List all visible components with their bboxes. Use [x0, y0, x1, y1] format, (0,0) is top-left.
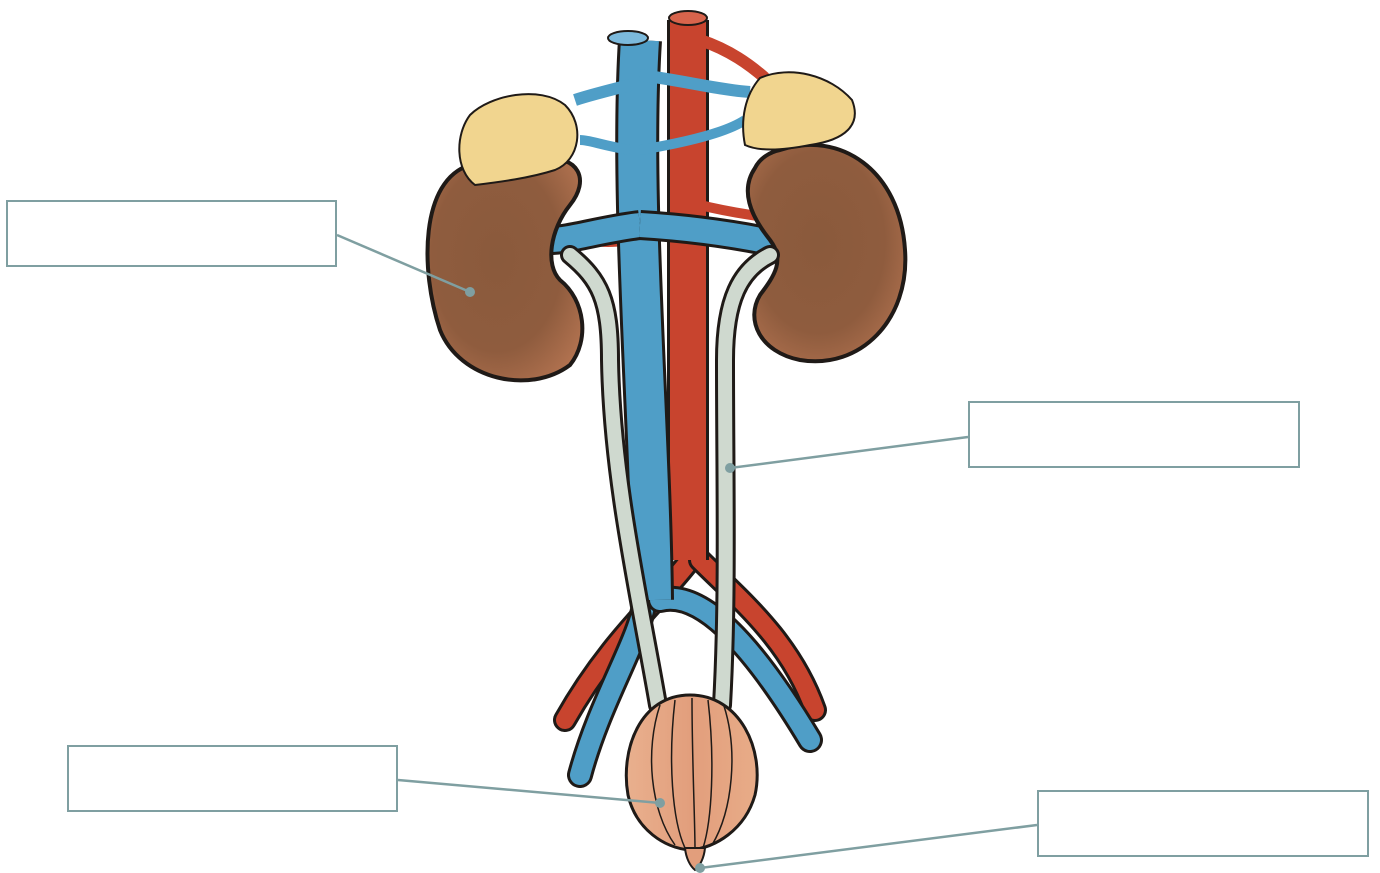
label-box-urethra[interactable]	[1037, 790, 1369, 857]
left-kidney	[428, 158, 583, 381]
label-box-ureter[interactable]	[968, 401, 1300, 468]
label-box-kidney[interactable]	[6, 200, 337, 267]
label-box-bladder[interactable]	[67, 745, 398, 812]
bladder	[626, 695, 757, 850]
